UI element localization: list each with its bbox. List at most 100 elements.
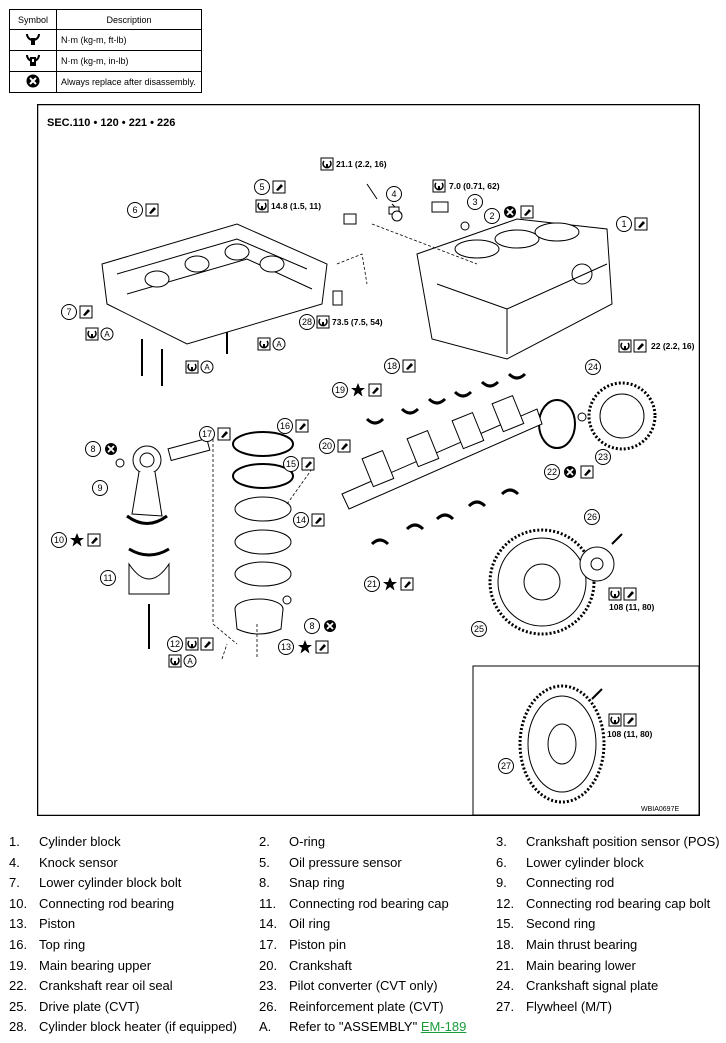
torque-labels: 21.1 (2.2, 16) 7.0 (0.71, 62) 14.8 (1.5,…	[255, 157, 695, 739]
legend-label: Snap ring	[289, 875, 345, 891]
symbol-desc: N·m (kg-m, ft-lb)	[56, 29, 202, 51]
ref-a: A	[276, 340, 282, 349]
piston-pin	[167, 437, 211, 462]
legend-label: Cylinder block heater (if equipped)	[39, 1019, 237, 1035]
legend-text: Drive plate (CVT)	[39, 997, 139, 1017]
legend-text: Crankshaft	[289, 956, 352, 976]
svg-text:2: 2	[489, 211, 494, 221]
svg-text:9: 9	[97, 483, 102, 493]
legend-label: Piston	[39, 916, 76, 932]
symbol-desc: N·m (kg-m, in-lb)	[56, 50, 202, 72]
legend-number: 13.	[9, 916, 28, 932]
ref-a: A	[104, 330, 110, 339]
em-189-link[interactable]: EM-189	[420, 1019, 467, 1035]
svg-text:8: 8	[90, 444, 95, 454]
legend-label: Main bearing lower	[526, 957, 636, 973]
legend-text: Cylinder block	[39, 832, 121, 852]
legend-label: Connecting rod bearing cap	[289, 895, 449, 911]
symbol-header: Symbol	[9, 9, 57, 30]
callouts: 1 2 3 4 5 6 7 8 8 9 10 11 12 13 14 15 16…	[51, 179, 648, 774]
legend-number: 11.	[259, 895, 277, 911]
torque-wrench-icon	[9, 29, 57, 51]
svg-text:15: 15	[286, 459, 296, 469]
legend-label: Main thrust bearing	[526, 937, 638, 952]
ref-a: A	[204, 363, 210, 372]
svg-text:7: 7	[66, 307, 71, 317]
symbol-desc: Always replace after disassembly.	[56, 71, 202, 93]
legend-text: Knock sensor	[39, 853, 118, 873]
assembly-ref-markers: A A A A	[85, 327, 286, 668]
legend-text: Oil pressure sensor	[289, 853, 402, 873]
legend-number: A.	[259, 1019, 272, 1035]
legend-label: Reinforcement plate (CVT)	[289, 998, 444, 1014]
legend-text: O-ring	[289, 832, 325, 852]
legend-label: Pilot converter (CVT only)	[289, 978, 438, 994]
svg-text:17: 17	[202, 429, 212, 439]
legend-number: 24.	[496, 978, 515, 994]
lower-cylinder-block	[101, 223, 328, 345]
symbol-table: Symbol Description N·m (kg-m, ft-lb) N·m…	[9, 9, 202, 93]
legend-text: Pilot converter (CVT only)	[289, 976, 438, 996]
legend-number: 9.	[496, 875, 507, 891]
legend-number: 2.	[259, 834, 270, 849]
legend-number: 12.	[496, 895, 515, 911]
svg-text:6: 6	[132, 205, 137, 215]
torque-value: 22 (2.2, 16)	[651, 341, 695, 351]
legend-text: Reinforcement plate (CVT)	[289, 997, 444, 1017]
legend-label: Second ring	[526, 916, 596, 932]
legend-number: 19.	[9, 957, 28, 973]
legend-label: Top ring	[39, 937, 86, 952]
legend-text: Connecting rod bearing cap bolt	[526, 894, 710, 914]
svg-text:27: 27	[501, 761, 511, 771]
legend-text: Refer to "ASSEMBLY" EM-189	[289, 1017, 466, 1037]
legend-text: Main bearing lower	[526, 956, 636, 976]
torque-value: 108 (11, 80)	[607, 729, 653, 739]
legend-label: Connecting rod bearing	[39, 895, 175, 911]
legend-number: 6.	[496, 854, 507, 870]
legend-label: Crankshaft	[289, 957, 352, 973]
svg-text:12: 12	[170, 639, 180, 649]
section-label: SEC.110 • 120 • 221 • 226	[47, 117, 175, 129]
legend-label: Connecting rod	[526, 875, 615, 891]
lower-block-bolts	[141, 332, 228, 386]
legend-number: 3.	[496, 834, 507, 849]
legend-number: 22.	[9, 978, 28, 994]
cylinder-block	[416, 218, 613, 360]
legend-number: 27.	[496, 998, 515, 1014]
crankshaft-rear-oil-seal	[538, 399, 587, 449]
svg-text:28: 28	[302, 317, 312, 327]
legend-number: 18.	[496, 937, 515, 952]
legend-text: Connecting rod bearing cap	[289, 894, 449, 914]
legend-number: 14.	[259, 916, 278, 932]
legend-text: Connecting rod bearing	[39, 894, 174, 914]
ref-a: A	[187, 657, 193, 666]
svg-text:23: 23	[598, 452, 608, 462]
legend-number: 8.	[259, 875, 270, 891]
svg-text:5: 5	[259, 182, 264, 192]
flywheel-inset-frame	[472, 665, 700, 816]
crankshaft	[341, 394, 543, 510]
description-header: Description	[56, 9, 202, 30]
torque-value: 108 (11, 80)	[609, 602, 655, 612]
legend-label: Knock sensor	[39, 854, 118, 870]
replace-x-icon	[9, 71, 57, 93]
legend-label: Flywheel (M/T)	[526, 998, 612, 1014]
legend-number: 5.	[259, 854, 270, 870]
legend-number: 17.	[259, 937, 278, 952]
piston-rings	[232, 431, 294, 587]
figure-code: WBIA0697E	[641, 806, 679, 813]
legend-label: Refer to "ASSEMBLY"	[289, 1019, 421, 1035]
torque-value: 14.8 (1.5, 11)	[271, 201, 321, 211]
legend-number: 21.	[496, 957, 515, 973]
svg-text:19: 19	[335, 385, 345, 395]
legend-number: 16.	[9, 937, 28, 952]
legend-number: 23.	[259, 978, 278, 994]
legend-label: Crankshaft position sensor (POS)	[526, 834, 720, 849]
torque-wrench-inlb-icon	[9, 50, 57, 72]
legend-number: 1.	[9, 834, 20, 849]
legend-label: Cylinder block	[39, 834, 121, 849]
legend-text: Piston pin	[289, 935, 346, 955]
engine-exploded-diagram: SEC.110 • 120 • 221 • 226 WBIA0697E	[37, 104, 700, 816]
legend-text: Main bearing upper	[39, 956, 151, 976]
legend-label: Drive plate (CVT)	[39, 998, 140, 1014]
